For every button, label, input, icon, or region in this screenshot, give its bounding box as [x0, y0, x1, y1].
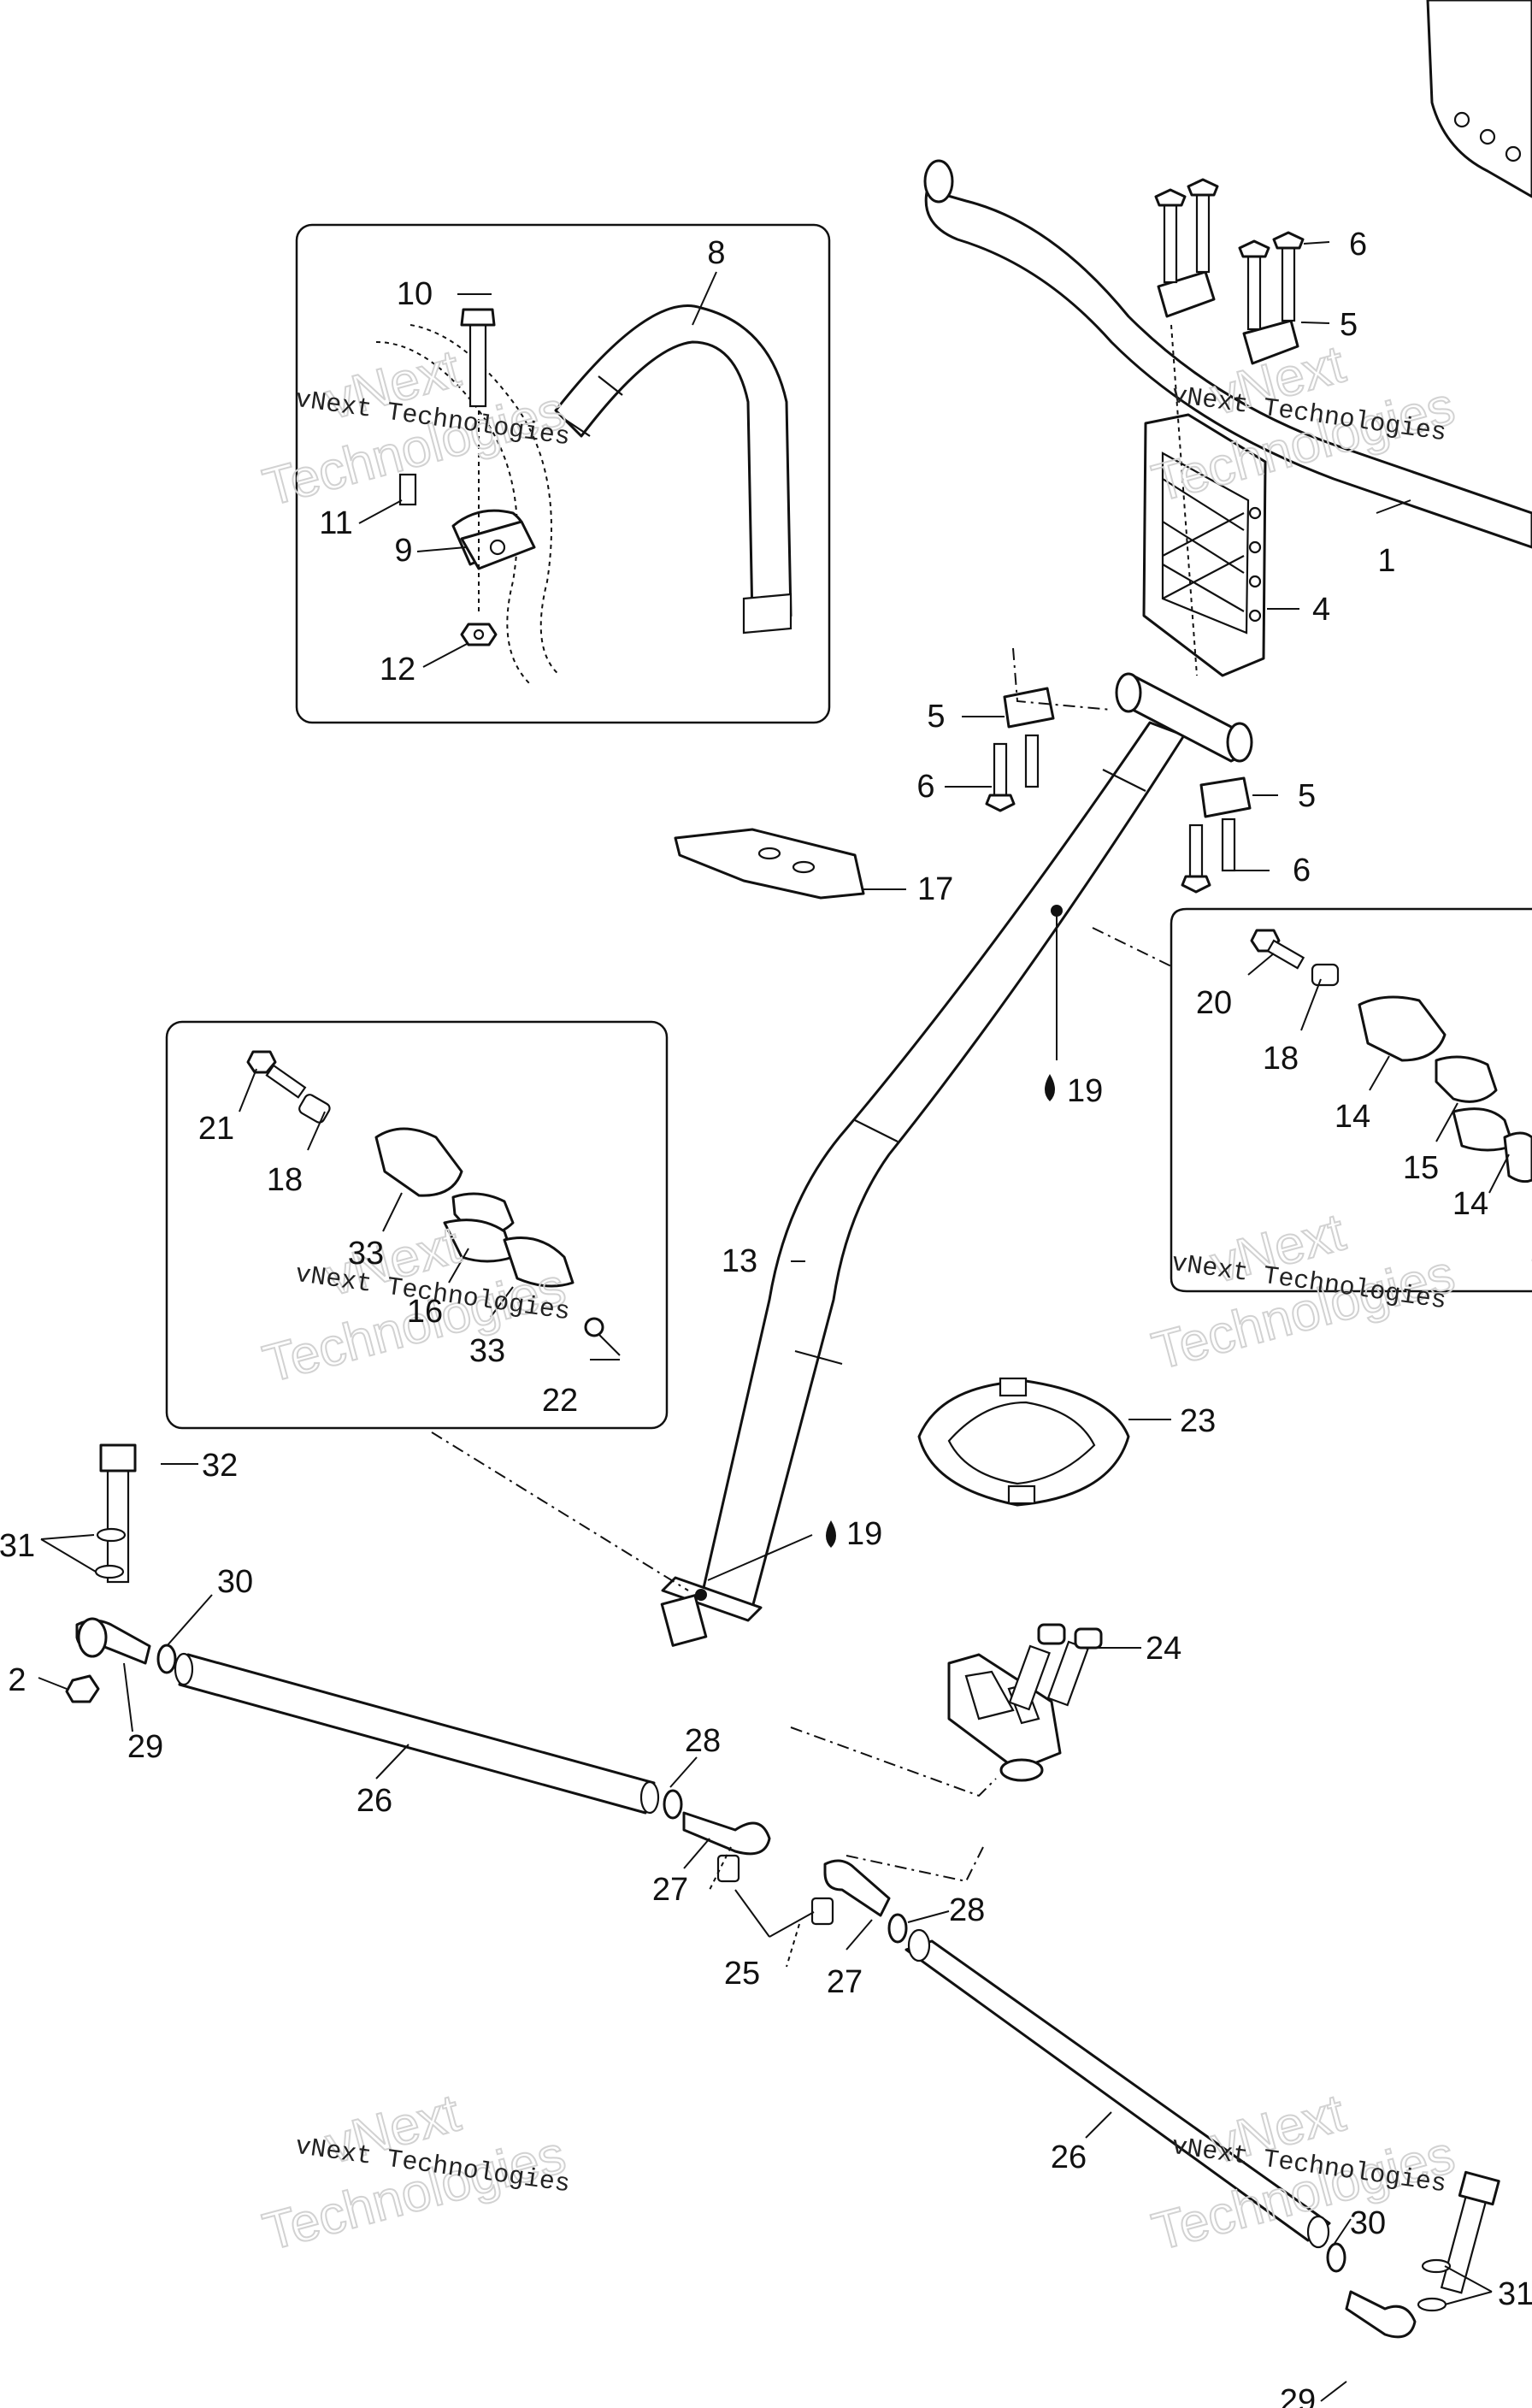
- riser-top-clamps: [1154, 178, 1305, 365]
- callout-27: 27: [827, 1964, 863, 2000]
- callout-6: 6: [1349, 227, 1367, 263]
- callout-18: 18: [267, 1162, 303, 1198]
- callout-5: 5: [1298, 778, 1316, 814]
- callout-5: 5: [927, 699, 945, 735]
- callout-29: 29: [1280, 2383, 1316, 2408]
- callout-25: 25: [724, 1956, 760, 1992]
- callout-6: 6: [1293, 853, 1311, 888]
- callout-32: 32: [202, 1448, 238, 1484]
- callout-30: 30: [1350, 2205, 1386, 2241]
- callout-26: 26: [1051, 2139, 1087, 2175]
- callout-10: 10: [397, 276, 433, 312]
- handlebar-pad-corner: [1426, 0, 1532, 198]
- callout-33: 33: [348, 1236, 384, 1272]
- inset-box-a: [295, 223, 831, 724]
- callout-12: 12: [380, 652, 415, 688]
- callout-13: 13: [722, 1243, 757, 1279]
- callout-26: 26: [356, 1783, 392, 1819]
- callout-11: 11: [319, 505, 352, 541]
- callout-6: 6: [916, 769, 934, 805]
- phantom-lines: [431, 324, 1198, 1968]
- callout-27: 27: [652, 1872, 688, 1908]
- leader-lines: [38, 241, 1510, 2402]
- inset-box-c: [165, 1020, 669, 1430]
- steering-column: [660, 672, 1253, 1647]
- lubricant-drop-icon: [826, 1520, 836, 1548]
- callout-15: 15: [1403, 1150, 1439, 1186]
- lubricant-drop-icon: [1045, 1074, 1055, 1101]
- callout-24: 24: [1146, 1631, 1181, 1667]
- callout-31: 31: [1498, 2276, 1532, 2312]
- callout-21: 21: [198, 1111, 234, 1147]
- callout-19: 19: [846, 1516, 882, 1552]
- callout-labels: 1 6 5 4 5 6 5 6 17 19 13 23 19 8 10 11 9…: [0, 227, 1532, 2408]
- callout-edge: 2: [1530, 1233, 1532, 1269]
- callout-9: 9: [394, 533, 412, 569]
- callout-16: 16: [407, 1294, 443, 1330]
- callout-29: 29: [127, 1729, 163, 1765]
- tie-rod-left: [65, 1443, 771, 1883]
- callout-28: 28: [949, 1892, 985, 1928]
- callout-19: 19: [1067, 1073, 1103, 1109]
- callout-14: 14: [1335, 1099, 1370, 1135]
- callout-23: 23: [1180, 1403, 1216, 1439]
- steering-arm-bracket: [947, 1623, 1103, 1782]
- callout-17: 17: [917, 871, 953, 907]
- callout-8: 8: [707, 235, 725, 271]
- plate: [674, 828, 865, 900]
- callout-28: 28: [685, 1723, 721, 1759]
- callout-33: 33: [469, 1333, 505, 1369]
- inset-box-b: [1170, 907, 1532, 1293]
- callout-31: 31: [0, 1528, 35, 1564]
- callout-1: 1: [1377, 543, 1395, 579]
- handlebar-riser: [1142, 413, 1267, 677]
- tie-rod-right: [810, 1859, 1500, 2339]
- handlebar: [923, 159, 1532, 549]
- column-cover: [917, 1377, 1130, 1507]
- column-clamps: [985, 687, 1252, 894]
- callout-20: 20: [1196, 985, 1232, 1021]
- callout-2: 2: [8, 1662, 26, 1698]
- callout-22: 22: [542, 1383, 578, 1419]
- callout-5: 5: [1340, 307, 1358, 343]
- callout-30: 30: [217, 1564, 253, 1600]
- callout-18: 18: [1263, 1041, 1299, 1077]
- callout-14: 14: [1452, 1186, 1488, 1222]
- callout-4: 4: [1312, 592, 1330, 628]
